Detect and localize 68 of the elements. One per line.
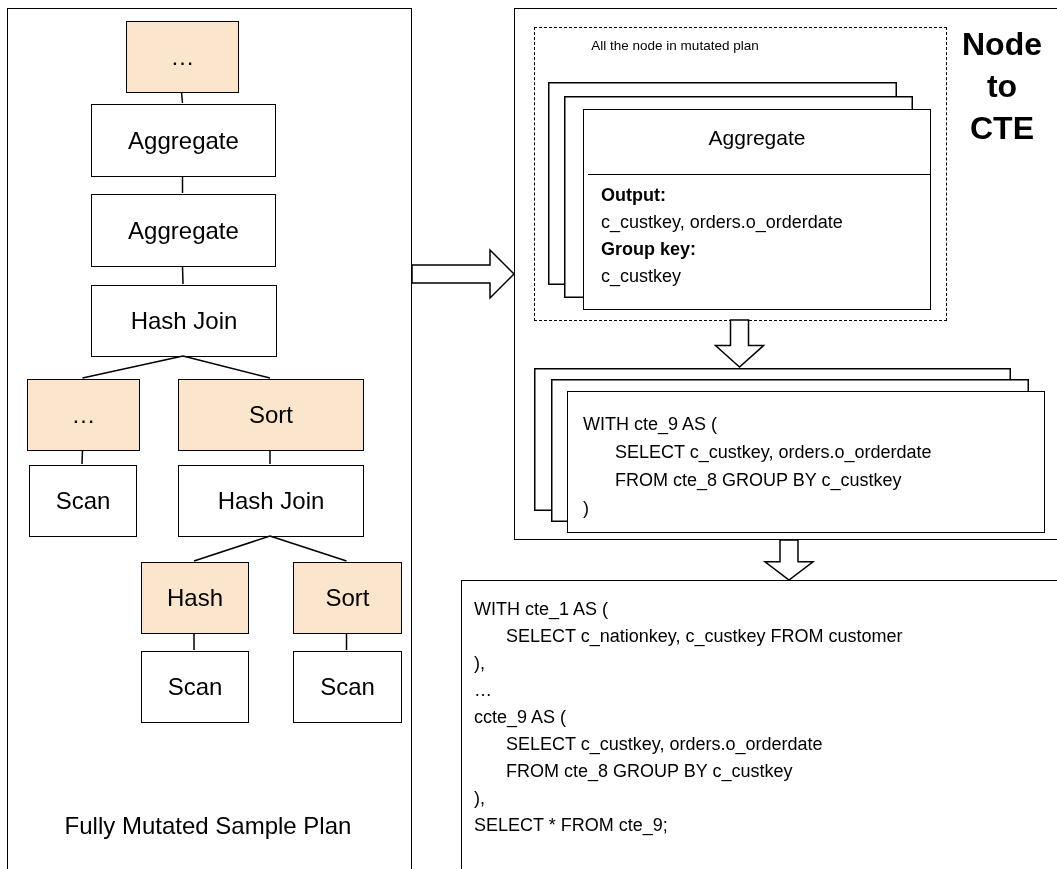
tree-line (81, 355, 184, 379)
code-line: ), (474, 788, 485, 809)
tree-line (345, 632, 348, 651)
node-label: Sort (324, 584, 371, 612)
node-label: Scan (54, 487, 112, 515)
field-value: c_custkey (601, 266, 682, 287)
plan-panel (7, 8, 412, 869)
plan-node-box (91, 285, 277, 357)
node-label: Hash Join (129, 307, 239, 335)
field-heading: Group key: (601, 239, 697, 260)
code-line: SELECT c_custkey, orders.o_orderdate (506, 734, 823, 755)
node-label: … (169, 43, 196, 71)
field-value: c_custkey, orders.o_orderdate (601, 212, 843, 233)
code-line: SELECT c_nationkey, c_custkey FROM customer (506, 626, 903, 647)
code-line: FROM cte_8 GROUP BY c_custkey (615, 470, 902, 491)
plan-node-card (583, 109, 931, 310)
tree-line (181, 175, 184, 194)
plan-node-box (141, 651, 249, 723)
plan-node-box (293, 562, 402, 634)
node-label: Sort (248, 401, 294, 429)
code-line: SELECT * FROM cte_9; (474, 815, 668, 836)
code-line: ccte_9 AS ( (474, 707, 567, 728)
plan-node-box (27, 379, 140, 451)
stacked-card (564, 96, 913, 298)
stacked-card (551, 379, 1029, 522)
plan-node-box (293, 651, 402, 723)
tree-line (81, 449, 84, 465)
tree-line (193, 535, 271, 562)
block-arrow (762, 539, 816, 581)
sql-query-box (461, 580, 1057, 869)
plan-node-box (141, 562, 249, 634)
node-label: Scan (319, 673, 376, 701)
block-arrow (411, 248, 516, 300)
node-label: Hash (166, 584, 224, 612)
block-arrow (713, 319, 766, 368)
dashed-group-box (534, 27, 947, 321)
tree-line (181, 265, 184, 285)
node-label: Hash Join (216, 487, 326, 515)
tree-line (193, 632, 195, 651)
plan-node-box (91, 194, 276, 267)
node-label: Aggregate (127, 126, 240, 155)
plan-node-box (29, 465, 137, 537)
code-line: SELECT c_custkey, orders.o_orderdate (615, 442, 932, 463)
plan-node-box (178, 465, 364, 537)
tree-line (269, 449, 271, 465)
code-line: WITH cte_1 AS ( (474, 599, 609, 620)
node-label: Aggregate (127, 216, 240, 245)
code-line: WITH cte_9 AS ( (583, 414, 718, 435)
plan-node-box (178, 379, 364, 451)
code-line: … (474, 680, 492, 701)
panel-title: Node to CTE (961, 25, 1043, 148)
tree-line (269, 535, 348, 562)
plan-node-box (126, 21, 239, 93)
node-label: Scan (166, 673, 224, 701)
panel-caption: Fully Mutated Sample Plan (63, 812, 353, 840)
stacked-card (548, 82, 897, 285)
field-heading: Output: (601, 185, 666, 206)
cte-card (567, 391, 1045, 533)
code-line: ), (474, 653, 485, 674)
node-title: Aggregate (707, 126, 807, 150)
tree-line (180, 91, 184, 104)
tree-line (182, 355, 271, 379)
conversion-panel (514, 8, 1057, 540)
group-caption: All the node in mutated plan (590, 37, 760, 55)
code-line: FROM cte_8 GROUP BY c_custkey (506, 761, 793, 782)
code-line: ) (583, 498, 589, 519)
plan-node-box (91, 104, 276, 177)
node-label: … (70, 401, 97, 429)
